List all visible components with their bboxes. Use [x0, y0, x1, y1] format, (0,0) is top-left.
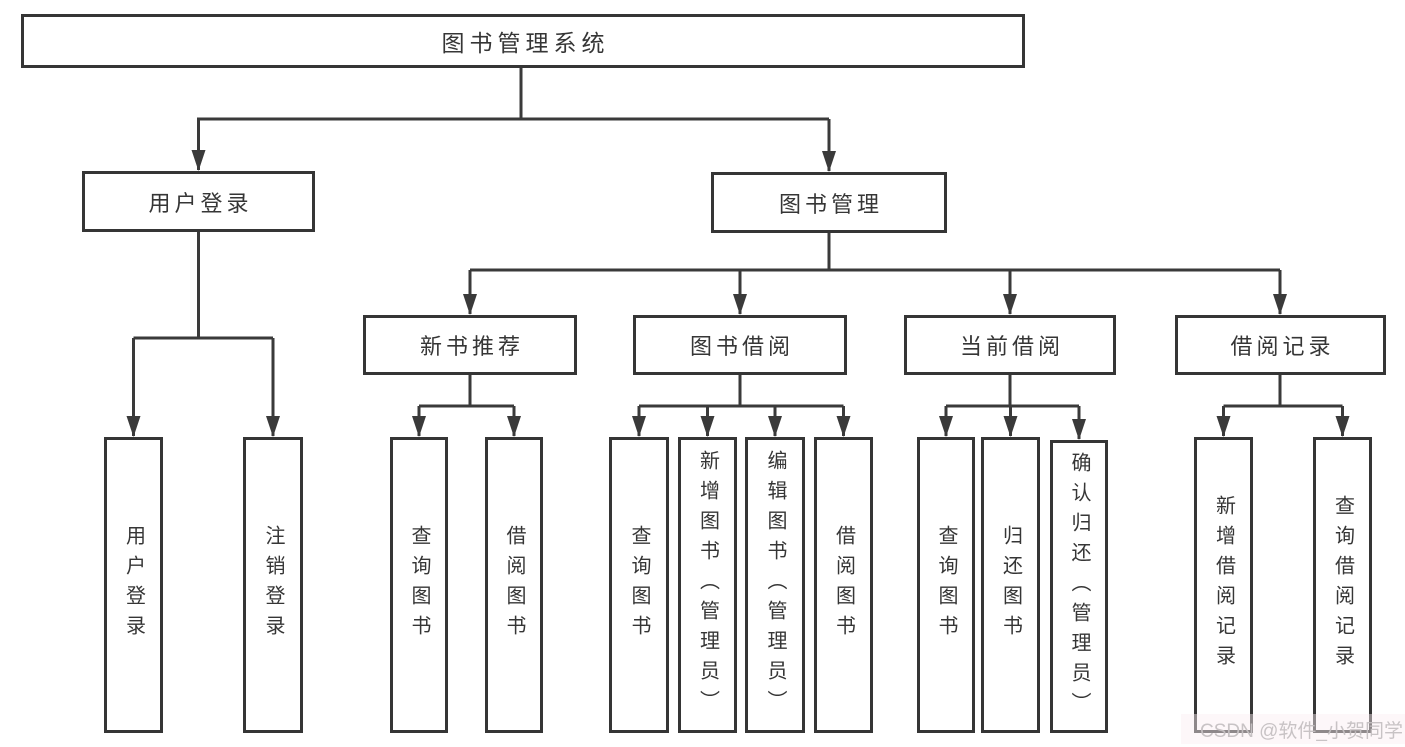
node-new-book-recommendation-label: 新书推荐	[419, 334, 524, 359]
node-new-book-recommendation: 新书推荐	[363, 315, 577, 375]
leaf-edit-book-admin: 编辑图书（管理员）	[745, 437, 805, 733]
node-user-login: 用户登录	[82, 171, 315, 232]
leaf-recommend-query-books: 查询图书	[390, 437, 448, 733]
leaf-add-borrow-record: 新增借阅记录	[1194, 437, 1253, 733]
node-borrowing-records: 借阅记录	[1175, 315, 1386, 375]
arrowheads	[126, 150, 1350, 440]
connector-root-to-level2	[197, 68, 831, 171]
leaf-borrowing-borrow-books: 借阅图书	[814, 437, 873, 733]
leaf-add-book-admin: 新增图书（管理员）	[678, 437, 737, 733]
leaf-return-books: 归还图书	[981, 437, 1040, 733]
node-current-borrowing: 当前借阅	[904, 315, 1116, 375]
leaf-recommend-borrow-books: 借阅图书	[485, 437, 543, 733]
leaf-recommend-borrow-books-label: 借阅图书	[503, 525, 525, 645]
leaf-current-query-books-label: 查询图书	[935, 525, 957, 645]
leaf-confirm-return-admin-label: 确认归还（管理员）	[1068, 451, 1090, 722]
leaf-borrowing-query-books: 查询图书	[609, 437, 669, 733]
connector-newbooks-to-children	[417, 375, 516, 436]
node-current-borrowing-label: 当前借阅	[959, 334, 1064, 359]
node-borrowing-records-label: 借阅记录	[1230, 334, 1335, 359]
leaf-user-login-label: 用户登录	[122, 525, 145, 645]
connector-bookborrow-to-children	[637, 375, 845, 436]
leaf-add-borrow-record-label: 新增借阅记录	[1212, 495, 1235, 675]
leaf-borrowing-query-books-label: 查询图书	[628, 525, 650, 645]
connector-userlogin-to-children	[132, 232, 275, 436]
watermark: CSDN @软件_小贺同学	[1181, 714, 1405, 744]
leaf-current-query-books: 查询图书	[917, 437, 975, 733]
leaf-borrowing-borrow-books-label: 借阅图书	[832, 525, 855, 645]
connector-bookmgmt-to-level3	[468, 233, 1282, 314]
node-user-login-label: 用户登录	[148, 190, 253, 216]
node-book-borrowing-label: 图书借阅	[689, 334, 794, 359]
leaf-confirm-return-admin: 确认归还（管理员）	[1050, 440, 1108, 733]
node-book-management-label: 图书管理	[778, 191, 883, 217]
leaf-return-books-label: 归还图书	[999, 525, 1022, 645]
node-book-management: 图书管理	[711, 172, 947, 233]
node-root: 图书管理系统	[21, 14, 1025, 68]
leaf-query-borrow-record-label: 查询借阅记录	[1331, 495, 1354, 675]
connector-records-to-children	[1222, 375, 1344, 436]
node-root-label: 图书管理系统	[441, 30, 610, 56]
node-book-borrowing: 图书借阅	[633, 315, 847, 375]
leaf-user-login: 用户登录	[104, 437, 163, 733]
leaf-edit-book-admin-label: 编辑图书（管理员）	[764, 450, 786, 720]
leaf-logout: 注销登录	[243, 437, 303, 733]
leaf-recommend-query-books-label: 查询图书	[408, 525, 430, 645]
leaf-logout-label: 注销登录	[262, 525, 284, 645]
leaf-query-borrow-record: 查询借阅记录	[1313, 437, 1372, 733]
leaf-add-book-admin-label: 新增图书（管理员）	[696, 450, 719, 720]
